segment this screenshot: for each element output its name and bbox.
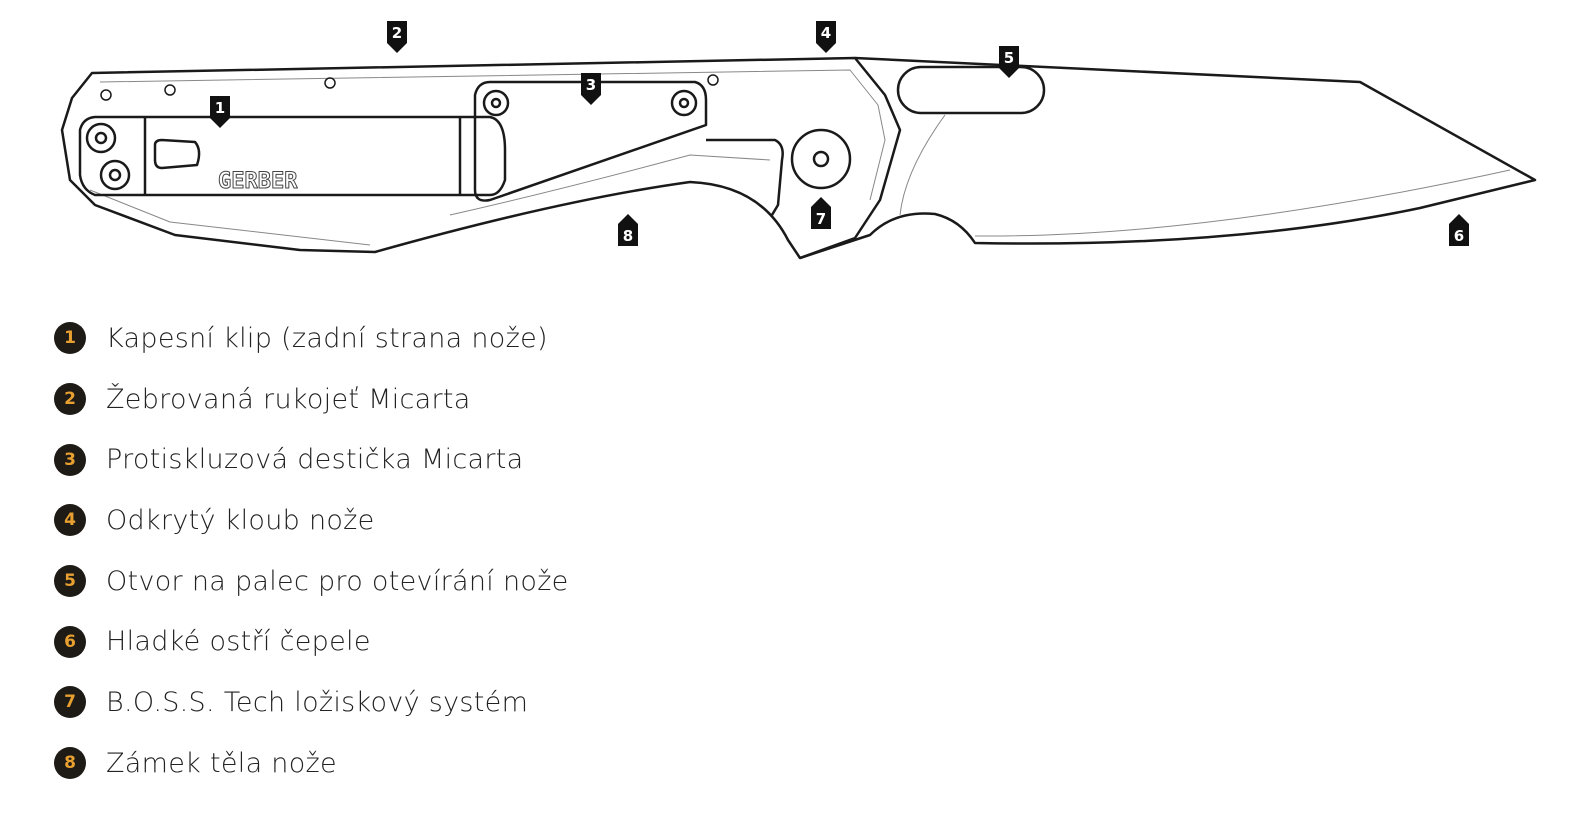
blade bbox=[799, 56, 1537, 260]
pivot-center bbox=[812, 150, 830, 168]
svg-text:7: 7 bbox=[816, 210, 826, 228]
legend-badge: 2 bbox=[54, 383, 86, 416]
svg-text:5: 5 bbox=[1004, 49, 1014, 67]
legend-label: Kapesní klip (zadní strana nože) bbox=[106, 322, 548, 354]
legend-item: 4 Odkrytý kloub nože bbox=[54, 490, 569, 551]
legend-badge: 4 bbox=[54, 504, 86, 537]
legend-item: 7 B.O.S.S. Tech ložiskový systém bbox=[54, 672, 569, 733]
svg-text:2: 2 bbox=[392, 24, 402, 42]
legend-label: Zámek těla nože bbox=[106, 747, 337, 779]
blade-grind-line bbox=[899, 114, 1511, 237]
svg-text:4: 4 bbox=[821, 24, 831, 42]
svg-text:1: 1 bbox=[215, 99, 225, 117]
legend-badge: 5 bbox=[54, 565, 86, 598]
legend-label: Otvor na palec pro otevírání nože bbox=[106, 565, 569, 597]
legend: 1 Kapesní klip (zadní strana nože) 2 Žebro… bbox=[54, 308, 569, 794]
pocket-clip bbox=[78, 115, 507, 197]
gerber-logo: GERBER bbox=[218, 169, 298, 194]
legend-badge: 7 bbox=[54, 686, 86, 719]
thumb-hole bbox=[896, 65, 1046, 115]
legend-item: 2 Žebrovaná rukojeť Micarta bbox=[54, 369, 569, 430]
legend-badge: 1 bbox=[54, 322, 86, 355]
legend-item: 3 Protiskluzová destička Micarta bbox=[54, 429, 569, 490]
legend-badge: 6 bbox=[54, 625, 86, 658]
marker-3: 3 bbox=[581, 73, 601, 105]
knife-diagram: GERBER 1 2 3 4 5 6 7 8 bbox=[60, 21, 1537, 260]
legend-label: Odkrytý kloub nože bbox=[106, 504, 375, 536]
legend-item: 6 Hladké ostří čepele bbox=[54, 611, 569, 672]
legend-label: Hladké ostří čepele bbox=[106, 626, 371, 658]
screws bbox=[85, 74, 719, 191]
handle bbox=[60, 56, 902, 260]
marker-7: 7 bbox=[811, 197, 831, 229]
legend-label: Protiskluzová destička Micarta bbox=[106, 444, 524, 476]
marker-6: 6 bbox=[1449, 214, 1469, 246]
clip-slot bbox=[153, 138, 201, 170]
legend-item: 5 Otvor na palec pro otevírání nože bbox=[54, 551, 569, 612]
legend-item: 1 Kapesní klip (zadní strana nože) bbox=[54, 308, 569, 369]
marker-1: 1 bbox=[210, 96, 230, 128]
marker-2: 2 bbox=[387, 21, 407, 53]
svg-text:6: 6 bbox=[1454, 227, 1464, 245]
traction-pad bbox=[473, 80, 708, 202]
legend-badge: 8 bbox=[54, 747, 86, 780]
marker-4: 4 bbox=[816, 21, 836, 53]
legend-label: B.O.S.S. Tech ložiskový systém bbox=[106, 686, 529, 718]
marker-8: 8 bbox=[618, 214, 638, 246]
lockbar bbox=[706, 138, 784, 216]
marker-5: 5 bbox=[999, 46, 1019, 78]
svg-text:8: 8 bbox=[623, 227, 633, 245]
pivot-bearing bbox=[790, 128, 852, 190]
legend-item: 8 Zámek těla nože bbox=[54, 733, 569, 794]
legend-label: Žebrovaná rukojeť Micarta bbox=[106, 383, 471, 415]
legend-badge: 3 bbox=[54, 443, 86, 476]
svg-text:3: 3 bbox=[586, 76, 596, 94]
